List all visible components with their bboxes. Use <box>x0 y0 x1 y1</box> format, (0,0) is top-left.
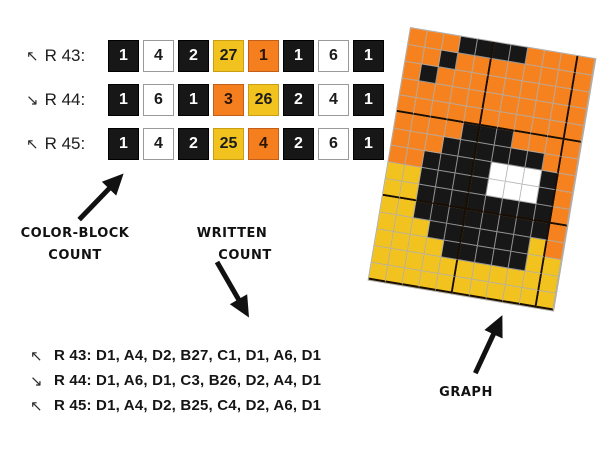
graph-label: GRAPH <box>439 385 493 400</box>
row-label-text: R 44: <box>44 90 86 109</box>
direction-arrow-icon: ↖ <box>30 347 43 365</box>
count-block: 1 <box>353 128 384 160</box>
direction-arrow-icon: ↘ <box>30 372 43 390</box>
color-block-count-line1: COLOR-BLOCK <box>20 226 130 241</box>
color-block-count-arrow <box>77 173 124 222</box>
count-block: 1 <box>248 40 279 72</box>
count-block: 3 <box>213 84 244 116</box>
count-block: 2 <box>178 128 209 160</box>
pixel-graph <box>367 27 597 312</box>
color-block-count-line2: COUNT <box>48 248 102 263</box>
count-block: 4 <box>248 128 279 160</box>
graph-arrow <box>473 315 503 375</box>
direction-arrow-icon: ↖ <box>26 136 39 153</box>
count-block: 4 <box>143 40 174 72</box>
direction-arrow-icon: ↖ <box>30 397 43 415</box>
count-block: 6 <box>143 84 174 116</box>
count-block: 1 <box>283 40 314 72</box>
row-label: ↘ R 44: <box>26 90 104 110</box>
written-count-line2: COUNT <box>218 248 272 263</box>
count-block: 2 <box>283 84 314 116</box>
count-block: 1 <box>108 128 139 160</box>
count-block: 6 <box>318 128 349 160</box>
written-line-text: R 43: D1, A4, D2, B27, C1, D1, A6, D1 <box>54 347 322 364</box>
row-label: ↖ R 45: <box>26 134 104 154</box>
count-block: 26 <box>248 84 279 116</box>
written-line: ↘ R 44: D1, A6, D1, C3, B26, D2, A4, D1 <box>30 368 321 393</box>
count-block: 4 <box>143 128 174 160</box>
written-line-text: R 45: D1, A4, D2, B25, C4, D2, A6, D1 <box>54 397 322 414</box>
count-block: 1 <box>108 84 139 116</box>
count-block: 1 <box>353 84 384 116</box>
written-count-label: WRITTEN COUNT <box>190 223 274 267</box>
written-line: ↖ R 43: D1, A4, D2, B27, C1, D1, A6, D1 <box>30 343 321 368</box>
written-line: ↖ R 45: D1, A4, D2, B25, C4, D2, A6, D1 <box>30 393 321 418</box>
written-count-arrow <box>214 260 249 318</box>
row-label-text: R 45: <box>44 134 86 153</box>
count-block: 1 <box>353 40 384 72</box>
count-block: 2 <box>178 40 209 72</box>
count-block: 25 <box>213 128 244 160</box>
count-block: 2 <box>283 128 314 160</box>
count-block: 1 <box>108 40 139 72</box>
pixel-cell <box>536 290 556 311</box>
written-count-line1: WRITTEN <box>196 226 268 241</box>
count-block: 4 <box>318 84 349 116</box>
row-label-text: R 43: <box>44 46 86 65</box>
written-count-list: ↖ R 43: D1, A4, D2, B27, C1, D1, A6, D1 ↘ R… <box>30 343 321 418</box>
row-label: ↖ R 43: <box>26 46 104 66</box>
count-block: 1 <box>178 84 209 116</box>
color-block-count-label: COLOR-BLOCK COUNT <box>20 223 130 267</box>
direction-arrow-icon: ↘ <box>26 92 39 109</box>
written-line-text: R 44: D1, A6, D1, C3, B26, D2, A4, D1 <box>54 372 322 389</box>
count-block: 6 <box>318 40 349 72</box>
count-block: 27 <box>213 40 244 72</box>
direction-arrow-icon: ↖ <box>26 48 39 65</box>
